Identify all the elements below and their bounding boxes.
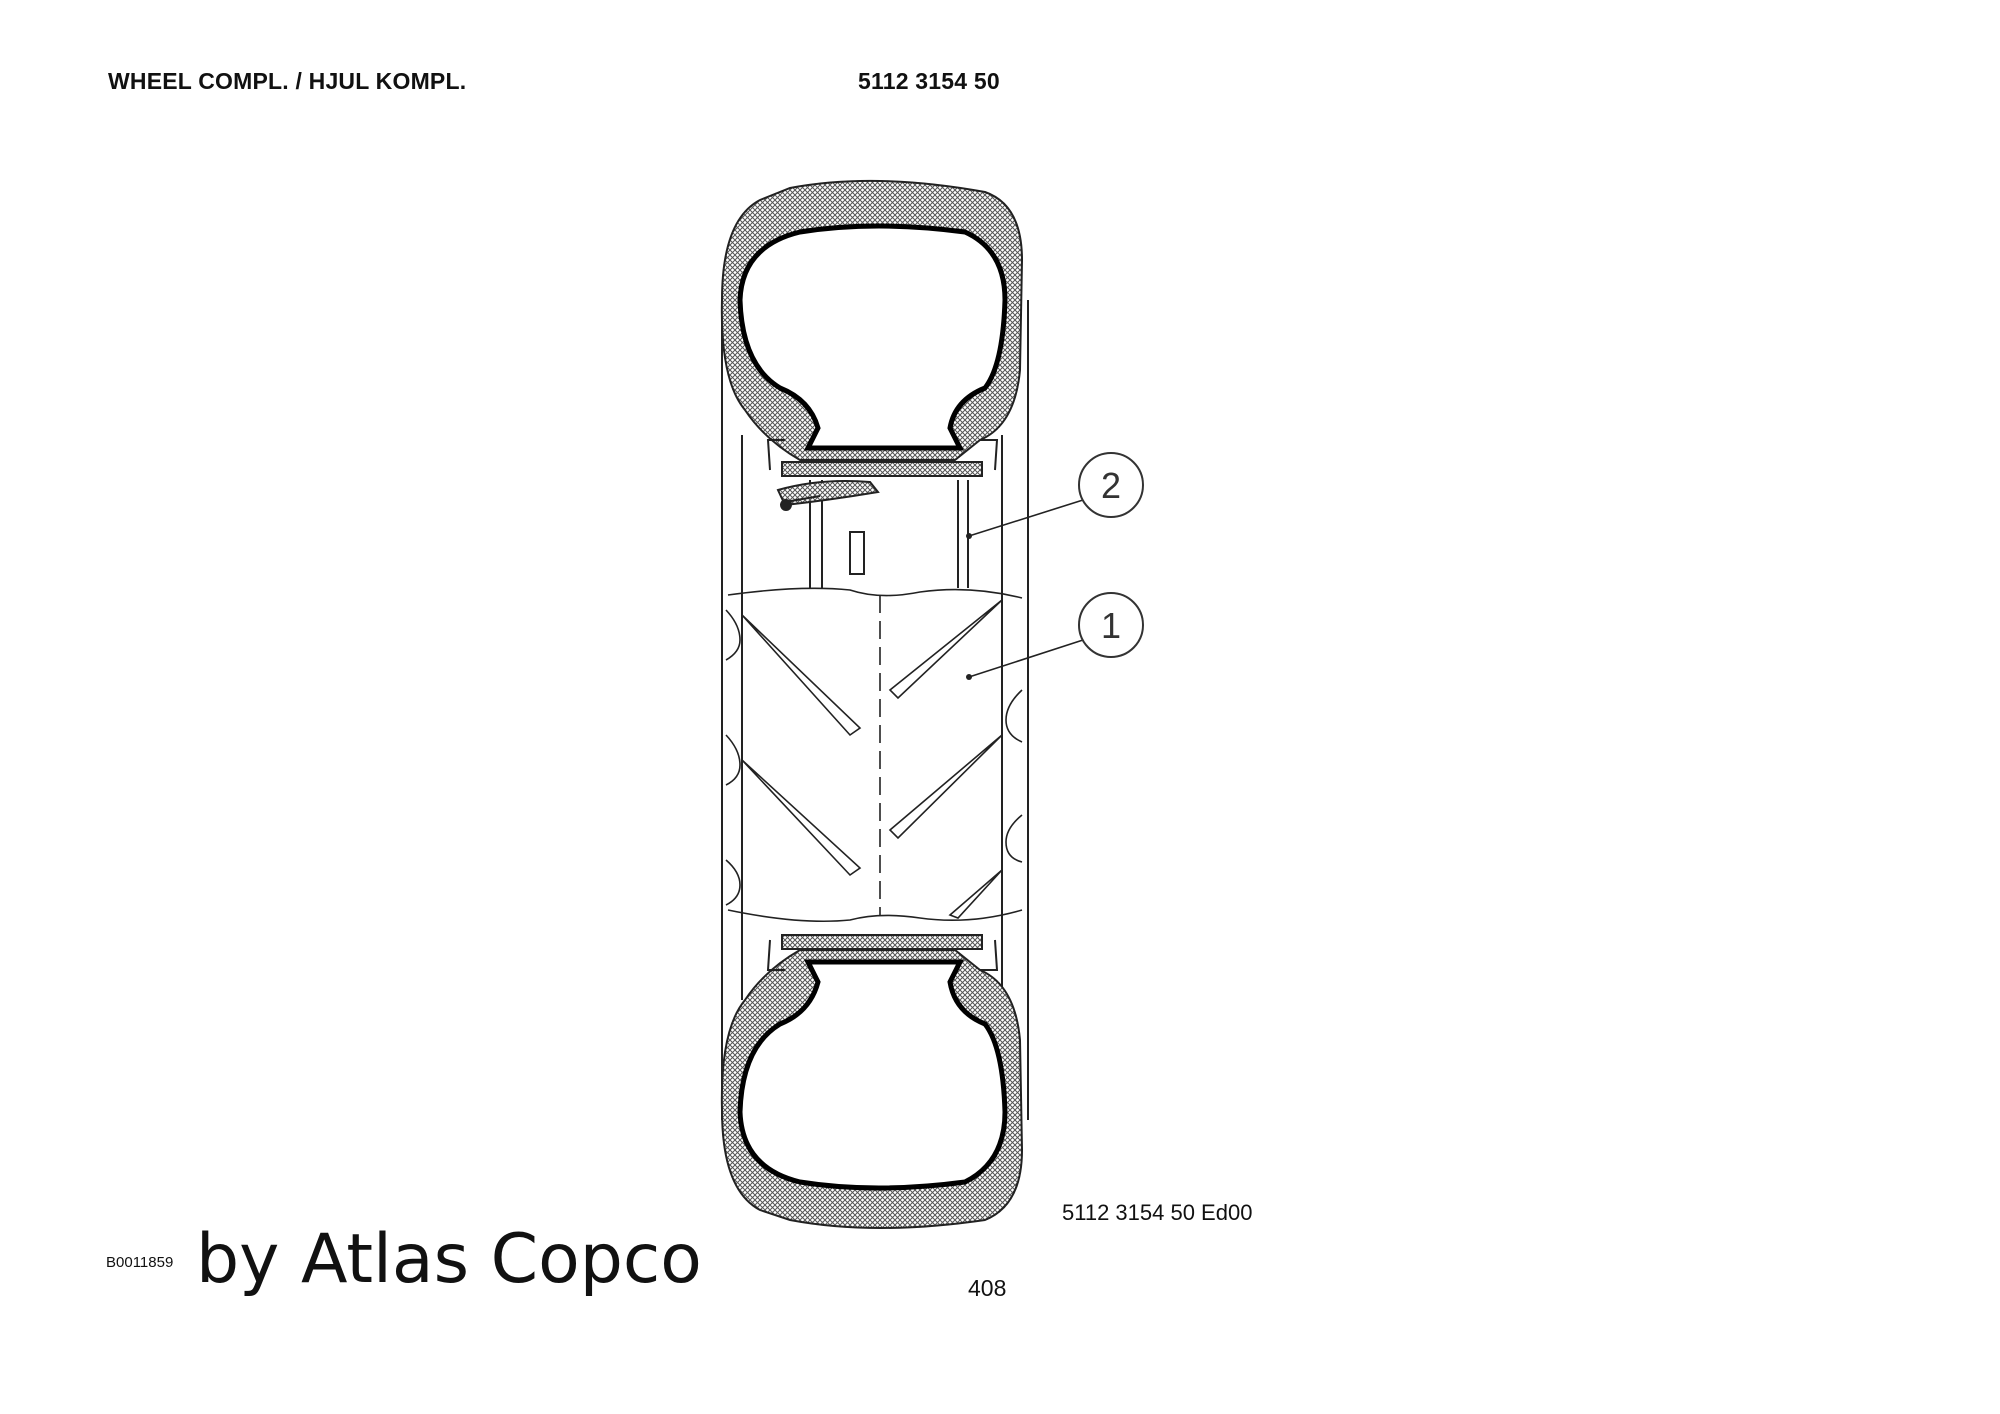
callout-label-2: 2 — [1101, 465, 1121, 506]
valve-stem — [780, 495, 821, 511]
drawing-reference: 5112 3154 50 Ed00 — [1062, 1200, 1253, 1225]
tyre-bottom-section — [720, 949, 1024, 1229]
wheel-outline — [721, 300, 1029, 1120]
tread-pattern — [725, 587, 1023, 923]
callout-1: 1 — [966, 592, 1144, 680]
rim-details — [766, 439, 999, 971]
page-title: WHEEL COMPL. / HJUL KOMPL. — [108, 68, 467, 94]
callout-2: 2 — [966, 452, 1144, 539]
callout-label-1: 1 — [1101, 605, 1121, 646]
page-number: 408 — [968, 1275, 1007, 1301]
brand-text: by Atlas Copco — [196, 1220, 702, 1299]
tyre-top-section — [720, 179, 1024, 461]
image-code: B0011859 — [106, 1254, 174, 1271]
part-number: 5112 3154 50 — [858, 68, 1000, 94]
